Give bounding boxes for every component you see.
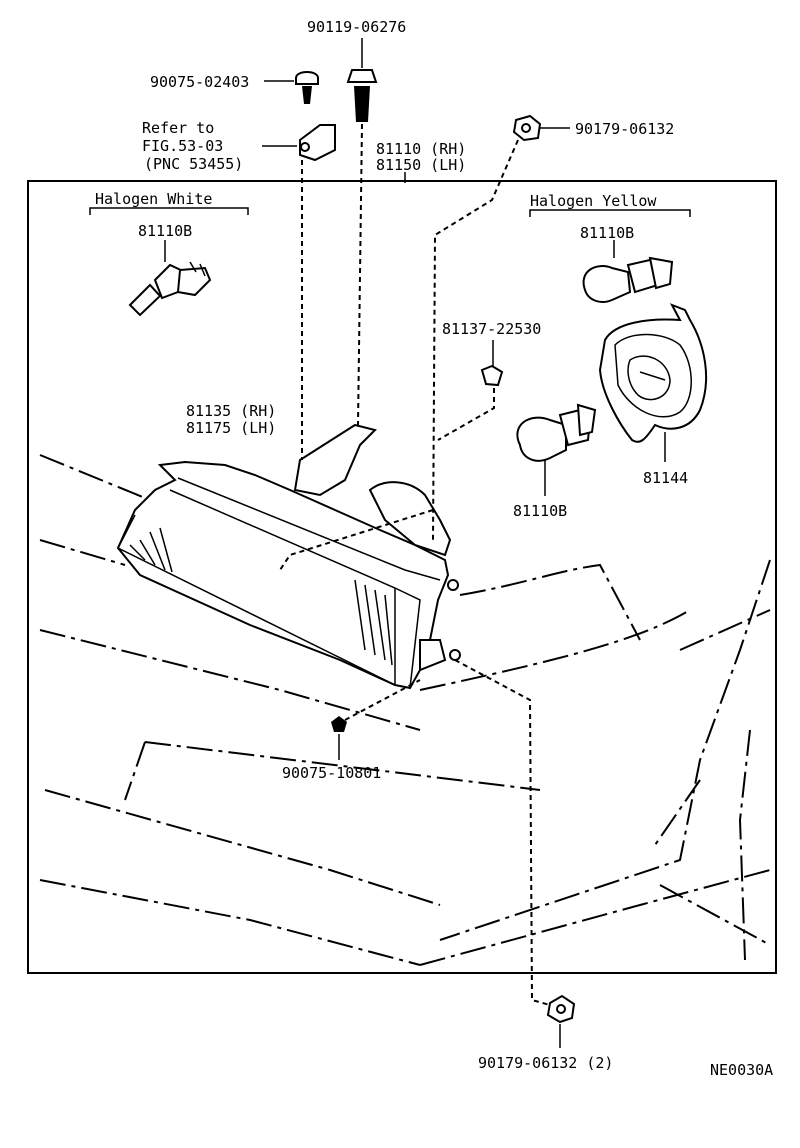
label-nut-lower: 90075-10801 (282, 764, 381, 782)
bolt-top (346, 38, 378, 426)
label-bulb-white: 81110B (138, 222, 192, 240)
label-housing-lh: 81175 (LH) (186, 419, 276, 437)
label-clip: 81137-22530 (442, 320, 541, 338)
label-bulb-yellow-top: 81110B (580, 224, 634, 242)
screw-left (264, 71, 319, 104)
diagram-frame (27, 180, 777, 974)
halogen-yellow-group (529, 209, 691, 303)
socket-cover-icon (598, 303, 707, 462)
leader-lens (279, 509, 434, 571)
label-bolt-top: 90119-06276 (307, 18, 406, 36)
label-refer-line2: FIG.53-03 (142, 137, 223, 155)
label-nut-top: 90179-06132 (575, 120, 674, 138)
clip-part (437, 340, 504, 441)
label-assy-rh: 81110 (RH) (376, 140, 466, 158)
halogen-white-group (89, 207, 249, 317)
label-halogen-yellow: Halogen Yellow (530, 192, 657, 210)
label-assy-lh: 81150 (LH) (376, 156, 466, 174)
label-refer-line1: Refer to (142, 119, 214, 137)
lens-ribs-left (129, 527, 173, 573)
lens-ribs-right (354, 579, 393, 666)
label-figure-code: NE0030A (710, 1061, 773, 1079)
label-refer-line3: (PNC 53455) (144, 155, 243, 173)
bulb-yellow-top-icon (582, 256, 674, 303)
nut-top (432, 114, 570, 541)
label-bulb-yellow-mid: 81110B (513, 502, 567, 520)
nut-lower (331, 679, 421, 760)
bracket-clip (262, 124, 336, 460)
label-halogen-white: Halogen White (95, 190, 212, 208)
headlamp-housing (116, 423, 461, 690)
bulb-yellow-mid-icon (516, 403, 597, 496)
car-body-outline (39, 454, 771, 966)
label-housing-rh: 81135 (RH) (186, 402, 276, 420)
label-screw-left: 90075-02403 (150, 73, 249, 91)
label-socket-cover: 81144 (643, 469, 688, 487)
label-nut-bottom: 90179-06132 (2) (478, 1054, 613, 1072)
nut-bottom (454, 659, 576, 1048)
bulb-white-icon (128, 261, 212, 317)
